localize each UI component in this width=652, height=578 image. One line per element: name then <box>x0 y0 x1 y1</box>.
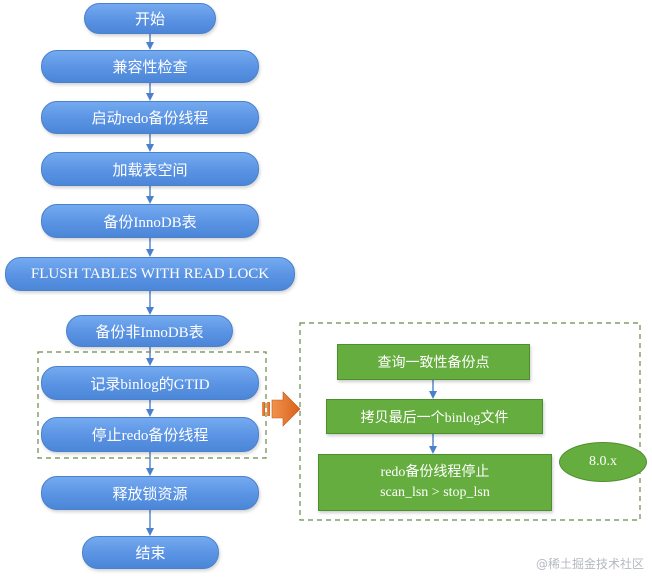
load-tablespace-node: 加载表空间 <box>41 152 259 186</box>
version-badge: 8.0.x <box>559 442 647 482</box>
ftwrl-node: FLUSH TABLES WITH READ LOCK <box>5 257 295 291</box>
watermark: @稀土掘金技术社区 <box>535 557 644 571</box>
redo-stop-line2: scan_lsn > stop_lsn <box>380 484 490 500</box>
group-dashed-left <box>37 351 267 459</box>
copy-last-binlog-node: 拷贝最后一个binlog文件 <box>326 399 543 434</box>
backup-innodb-node: 备份InnoDB表 <box>41 204 259 238</box>
redo-thread-stop-node: redo备份线程停止 scan_lsn > stop_lsn <box>318 454 552 511</box>
start-node: 开始 <box>84 3 216 34</box>
record-gtid-node: 记录binlog的GTID <box>41 366 259 400</box>
detail-panel-border <box>299 322 641 521</box>
end-node: 结束 <box>82 536 219 569</box>
start-redo-thread-node: 启动redo备份线程 <box>41 101 259 134</box>
redo-stop-line1: redo备份线程停止 <box>380 464 490 480</box>
orange-arrow <box>262 391 301 427</box>
stop-redo-thread-node: 停止redo备份线程 <box>41 417 259 452</box>
compat-check-node: 兼容性检查 <box>41 50 259 83</box>
query-consistent-point-node: 查询一致性备份点 <box>337 344 530 380</box>
backup-non-innodb-node: 备份非InnoDB表 <box>66 315 233 347</box>
release-lock-node: 释放锁资源 <box>41 476 259 510</box>
